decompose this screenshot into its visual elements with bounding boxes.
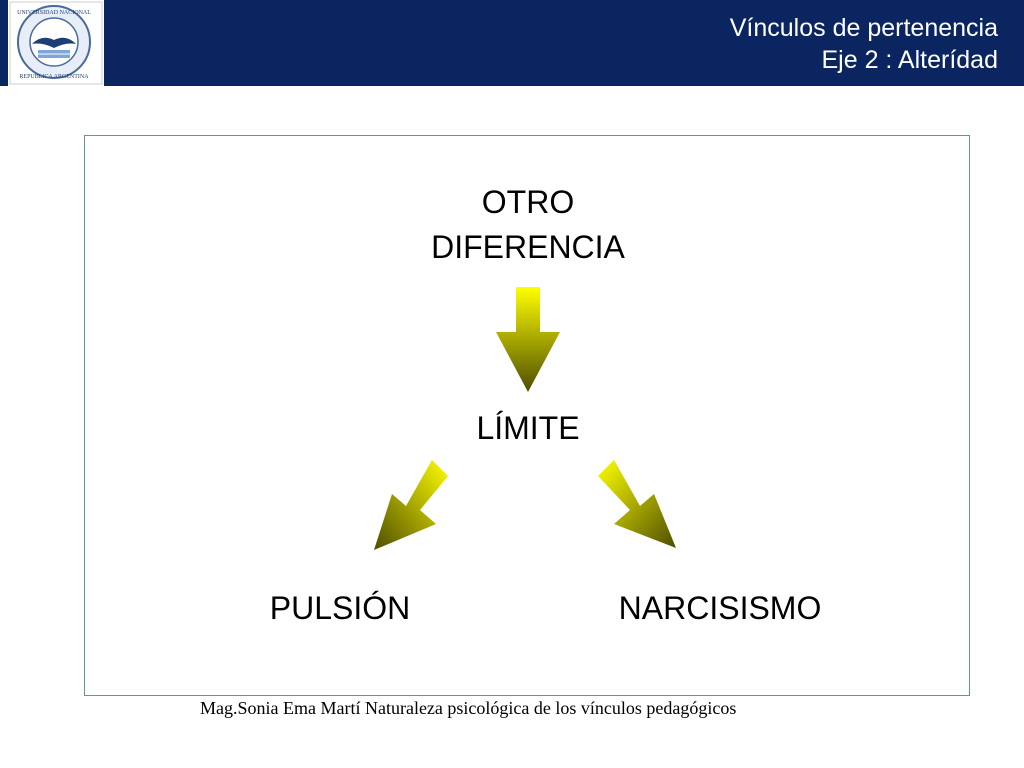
title-line-2: Eje 2 : Alterídad [821, 46, 998, 74]
node-pulsion: PULSIÓN [269, 590, 411, 626]
node-otro: OTRO [481, 184, 575, 220]
slide-title: Vínculos de pertenencia Eje 2 : Alterída… [730, 12, 998, 76]
node-diferencia: DIFERENCIA [431, 229, 625, 265]
university-seal-icon: UNIVERSIDAD NACIONAL REPUBLICA ARGENTINA [9, 1, 103, 85]
node-limite: LÍMITE [476, 410, 580, 446]
header-bar: UNIVERSIDAD NACIONAL REPUBLICA ARGENTINA… [0, 0, 1024, 86]
svg-text:UNIVERSIDAD NACIONAL: UNIVERSIDAD NACIONAL [17, 10, 91, 16]
logo: UNIVERSIDAD NACIONAL REPUBLICA ARGENTINA [8, 0, 104, 86]
node-narcisismo: NARCISISMO [618, 590, 822, 626]
diagram-frame [84, 135, 970, 696]
svg-text:REPUBLICA ARGENTINA: REPUBLICA ARGENTINA [19, 74, 89, 80]
footer-credit: Mag.Sonia Ema Martí Naturaleza psicológi… [200, 698, 737, 718]
title-line-1: Vínculos de pertenencia [729, 14, 998, 42]
